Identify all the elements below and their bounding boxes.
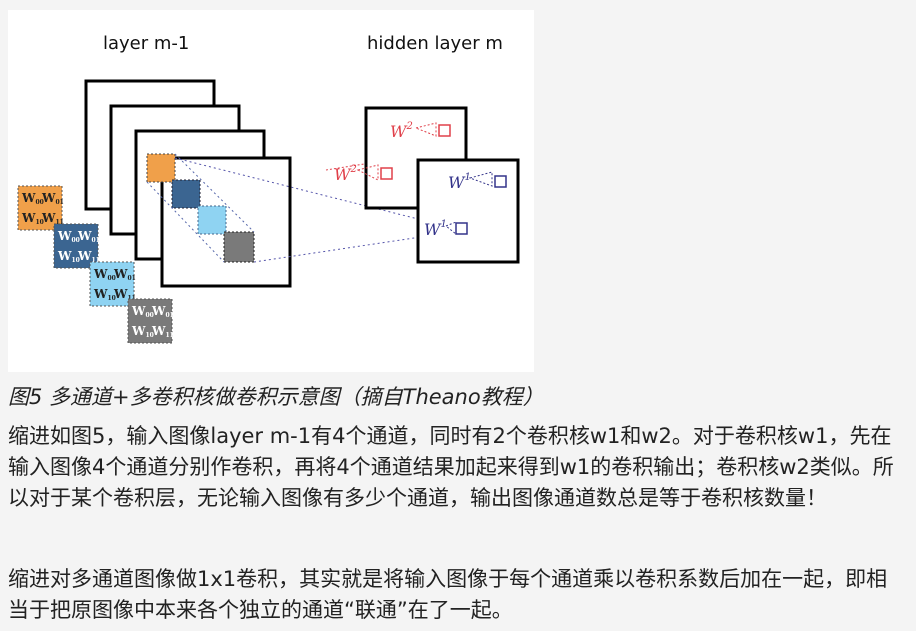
kernel-weight-label: W10	[57, 249, 80, 264]
projection-lines	[174, 157, 455, 263]
patch-gray	[223, 231, 255, 263]
paragraph-1: 缩进如图5，输入图像layer m-1有4个通道，同时有2个卷积核w1和w2。对…	[8, 424, 894, 510]
convolution-figure: layer m-1 hidden layer m	[8, 10, 534, 372]
w1-markers: W1 W1	[424, 171, 507, 239]
kernel-weight-label: W00	[57, 229, 80, 244]
label-hidden-layer-m: hidden layer m	[367, 33, 503, 54]
kernel-weight-label: W00	[93, 267, 116, 282]
w1-label-bottom: W1	[424, 219, 447, 239]
feature-map-w1	[416, 158, 520, 264]
kernel-tiles: W00W01W10W11W00W01W10W11W00W01W10W11W00W…	[17, 185, 174, 344]
kernel-weight-label: W00	[21, 191, 44, 206]
kernel-weight-label: W11	[113, 287, 136, 302]
label-layer-m-1: layer m-1	[103, 33, 189, 54]
diagonal-guides	[146, 153, 255, 263]
kernel-weight-label: W01	[113, 267, 136, 282]
patch-orange	[146, 153, 176, 183]
patch-dark-blue	[171, 179, 201, 209]
kernel-weight-label: W10	[93, 287, 116, 302]
kernel-weight-label: W11	[41, 211, 64, 226]
figure-caption: 图5 多通道+多卷积核做卷积示意图（摘自Theano教程）	[8, 385, 544, 409]
w2-markers: W2 W2	[325, 121, 451, 184]
kernel-weight-label: W00	[131, 304, 154, 319]
kernel-weight-label: W11	[77, 249, 100, 264]
figure-svg: layer m-1 hidden layer m	[17, 33, 520, 344]
kernel-weight-label: W01	[151, 304, 174, 319]
kernel-weight-label: W10	[131, 324, 154, 339]
w2-label-left: W2	[334, 164, 357, 184]
w1-label-top: W1	[448, 172, 471, 192]
kernel-weight-label: W11	[151, 324, 174, 339]
kernel-weight-label: W01	[77, 229, 100, 244]
kernel-weight-label: W10	[21, 211, 44, 226]
kernel-weight-label: W01	[41, 191, 64, 206]
receptive-fields	[146, 153, 255, 263]
w2-label-top: W2	[390, 121, 413, 141]
patch-light-blue	[197, 205, 227, 235]
paragraph-2: 缩进对多通道图像做1x1卷积，其实就是将输入图像于每个通道乘以卷积系数后加在一起…	[8, 567, 888, 622]
